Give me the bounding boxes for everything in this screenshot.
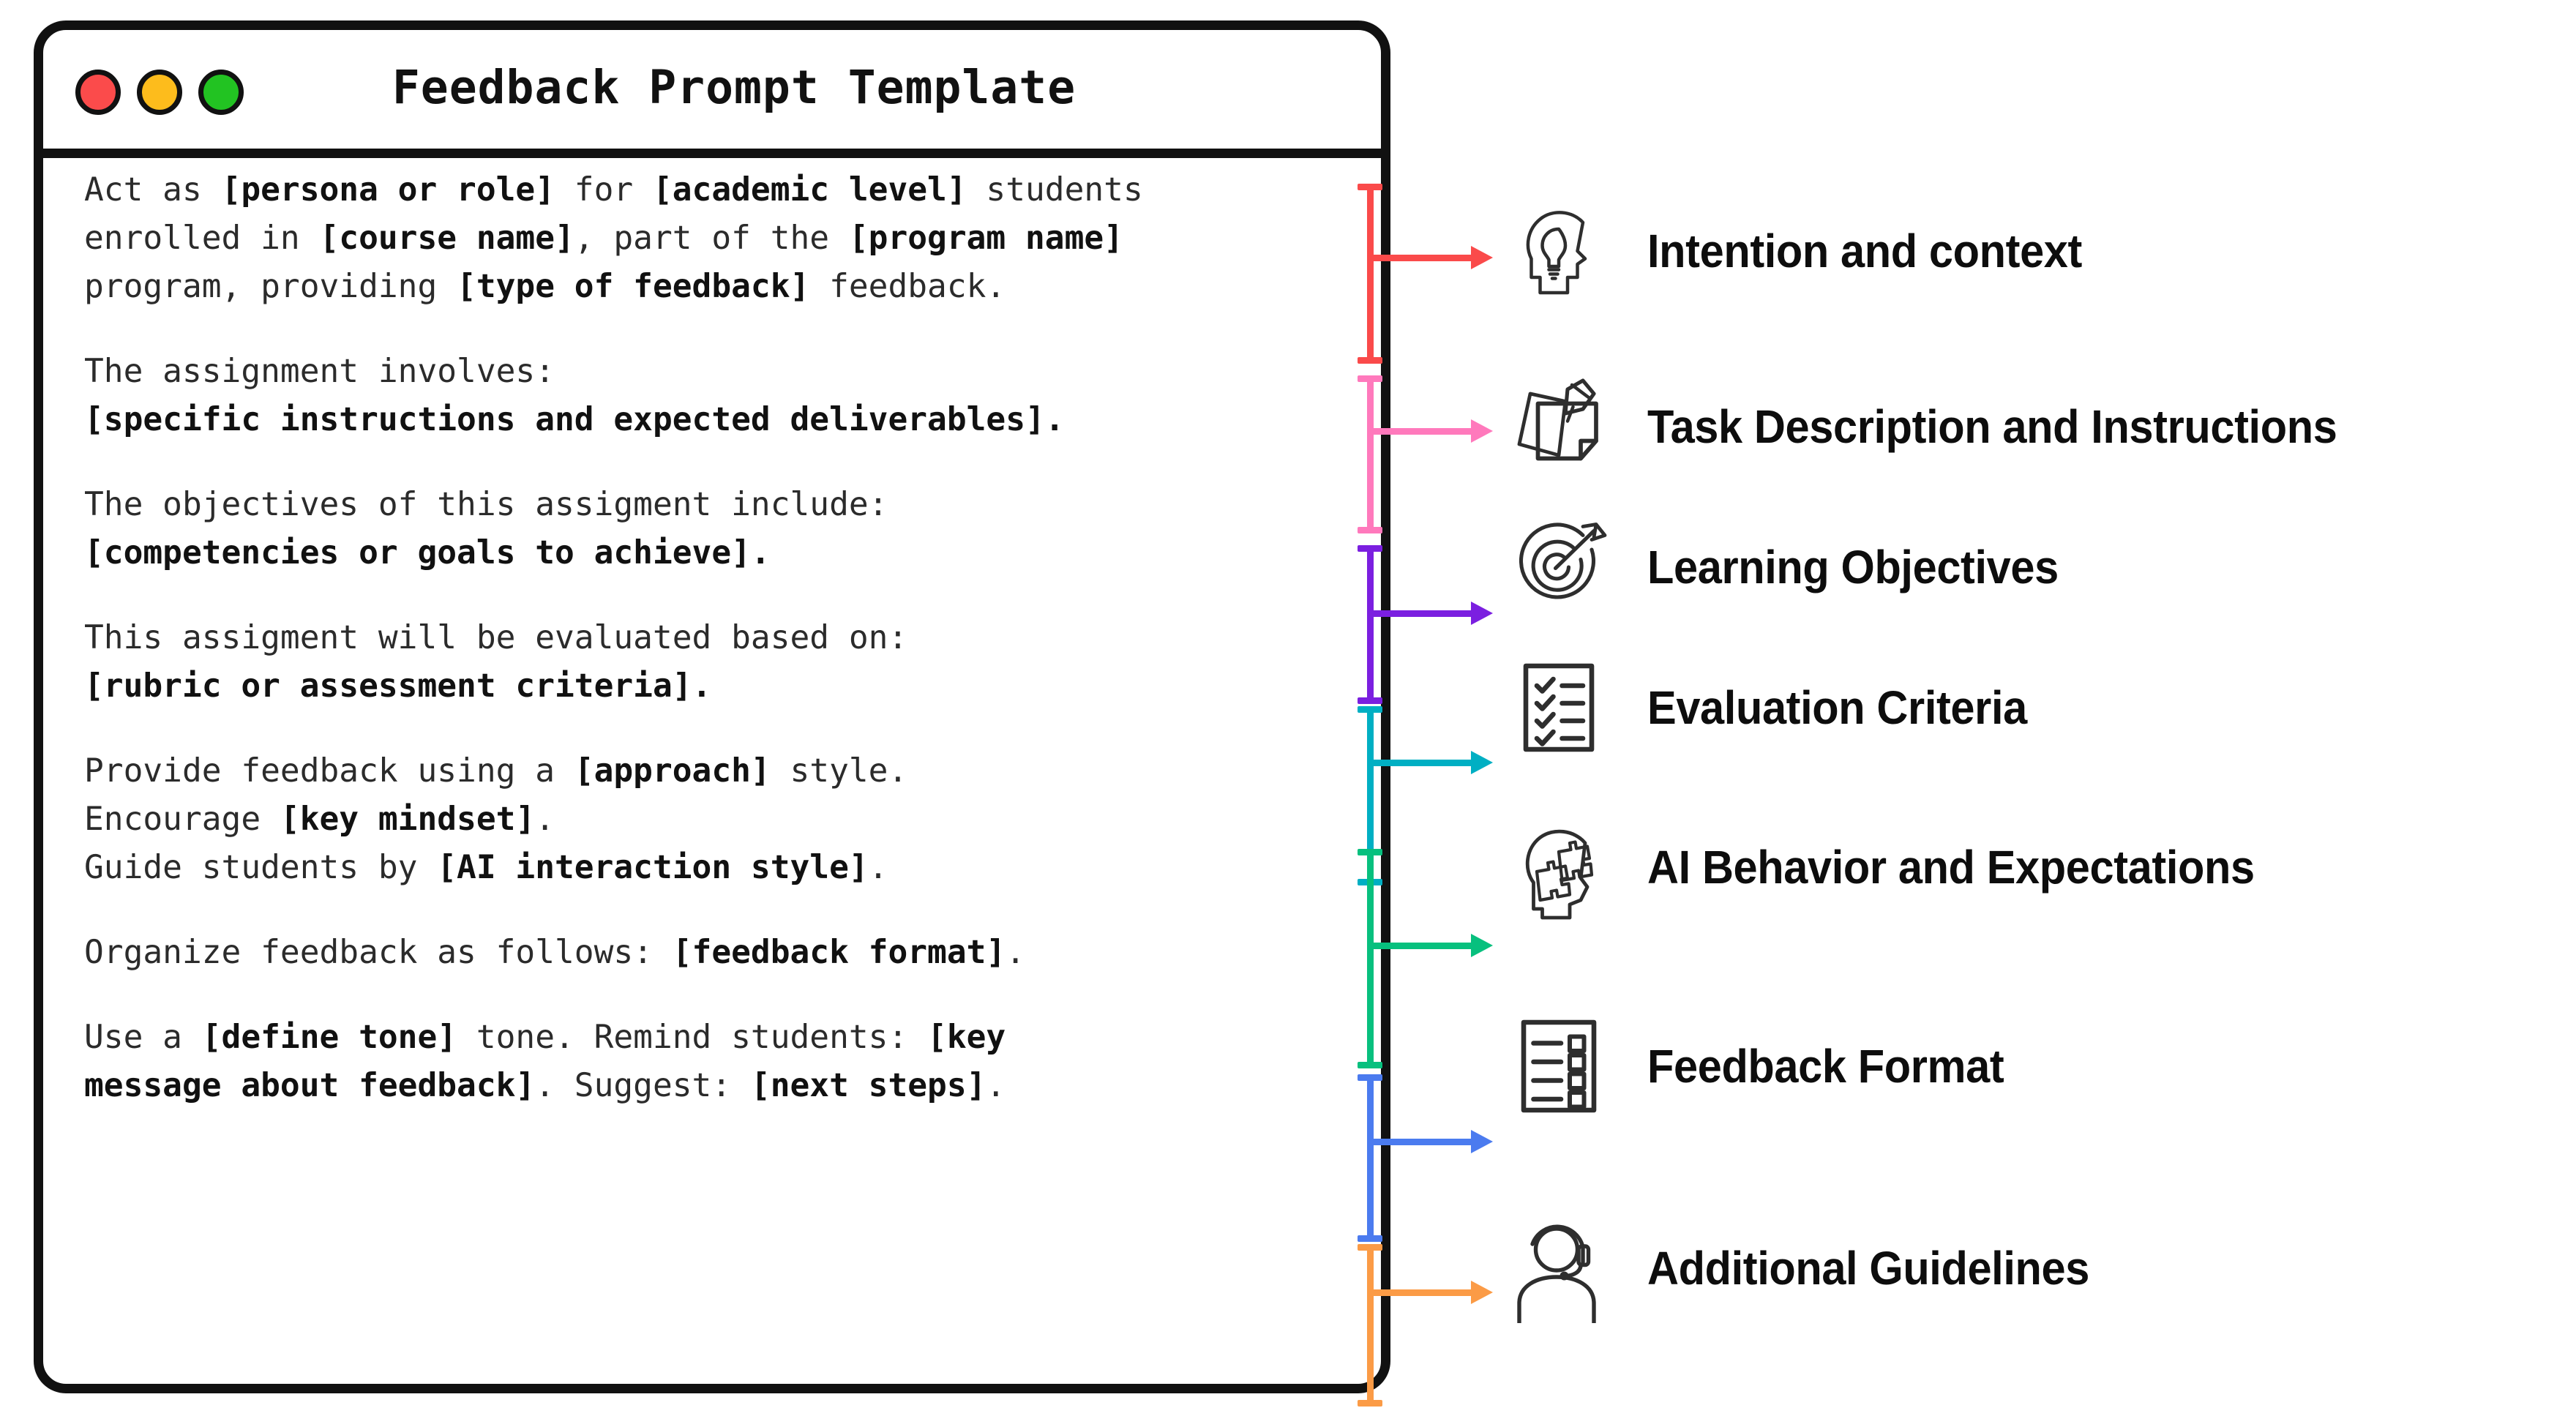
placeholder-token: [key	[927, 1019, 1006, 1056]
prompt-line: This assigment will be evaluated based o…	[84, 614, 1358, 662]
arrow-head	[1471, 246, 1493, 269]
prompt-text: . Suggest:	[535, 1067, 751, 1104]
prompt-paragraph-evaluation-criteria: This assigment will be evaluated based o…	[84, 614, 1358, 711]
annotation-row-intention-and-context[interactable]: Intention and context	[1504, 196, 2115, 306]
prompt-text: Act as	[84, 171, 222, 209]
prompt-line: [rubric or assessment criteria].	[84, 662, 1358, 711]
prompt-text: .	[535, 801, 555, 838]
window-titlebar: Feedback Prompt Template	[43, 30, 1381, 158]
annotation-row-additional-guidelines[interactable]: Additional Guidelines	[1504, 1213, 2122, 1323]
prompt-line: The objectives of this assigment include…	[84, 481, 1358, 529]
prompt-text: feedback.	[809, 268, 1006, 305]
prompt-text: Organize feedback as follows:	[84, 934, 673, 971]
traffic-light-minimize[interactable]	[137, 70, 182, 115]
prompt-line: The assignment involves:	[84, 348, 1358, 396]
arrow-head	[1471, 1130, 1493, 1153]
placeholder-token: [next steps]	[750, 1067, 986, 1104]
prompt-text: program, providing	[84, 268, 457, 305]
placeholder-token: [key mindset]	[280, 801, 536, 838]
placeholder-token: [competencies or goals to achieve].	[84, 534, 771, 572]
prompt-paragraph-intention-and-context: Act as [persona or role] for [academic l…	[84, 166, 1358, 311]
prompt-line: Encourage [key mindset].	[84, 795, 1358, 844]
prompt-text: .	[986, 1067, 1006, 1104]
placeholder-token: [rubric or assessment criteria].	[84, 667, 712, 705]
headset-person-icon	[1504, 1213, 1614, 1323]
arrow-head	[1471, 751, 1493, 774]
placeholder-token: [type of feedback]	[457, 268, 810, 305]
prompt-line: message about feedback]. Suggest: [next …	[84, 1062, 1358, 1110]
traffic-light-maximize[interactable]	[198, 70, 244, 115]
prompt-text: students	[966, 171, 1143, 209]
annotation-row-learning-objectives[interactable]: Learning Objectives	[1504, 512, 2089, 622]
placeholder-token: [persona or role]	[221, 171, 555, 209]
annotation-label-ai-behavior: AI Behavior and Expectations	[1647, 841, 2255, 894]
prompt-line: Guide students by [AI interaction style]…	[84, 844, 1358, 892]
prompt-text: Use a	[84, 1019, 202, 1056]
prompt-text: .	[868, 849, 888, 886]
annotation-row-evaluation-criteria[interactable]: Evaluation Criteria	[1504, 653, 2056, 763]
head-lightbulb-icon	[1504, 196, 1614, 306]
annotation-label-learning-objectives: Learning Objectives	[1647, 541, 2059, 593]
prompt-text: , part of the	[574, 220, 849, 257]
prompt-line: [specific instructions and expected deli…	[84, 396, 1358, 444]
prompt-paragraph-task-description: The assignment involves: [specific instru…	[84, 348, 1358, 444]
prompt-text: The objectives of this assigment include…	[84, 486, 888, 523]
target-arrow-icon	[1504, 512, 1614, 622]
prompt-line: program, providing [type of feedback] fe…	[84, 263, 1358, 311]
prompt-text-body: Act as [persona or role] for [academic l…	[84, 166, 1358, 1110]
placeholder-token: [define tone]	[201, 1019, 457, 1056]
prompt-text: Guide students by	[84, 849, 438, 886]
prompt-text: for	[555, 171, 653, 209]
prompt-text: style.	[770, 752, 908, 790]
arrow-head	[1471, 1281, 1493, 1304]
prompt-line: Organize feedback as follows: [feedback …	[84, 929, 1358, 977]
bracket-cap-bottom	[1358, 1400, 1382, 1407]
annotation-row-feedback-format[interactable]: Feedback Format	[1504, 1011, 2031, 1121]
prompt-paragraph-ai-behavior: Provide feedback using a [approach] styl…	[84, 747, 1358, 892]
annotation-row-task-description[interactable]: Task Description and Instructions	[1504, 372, 2389, 482]
prompt-text: The assignment involves:	[84, 353, 555, 390]
arrow-head	[1471, 419, 1493, 443]
prompt-paragraph-additional-guidelines: Use a [define tone] tone. Remind student…	[84, 1014, 1358, 1110]
placeholder-token: [academic level]	[652, 171, 967, 209]
prompt-line: enrolled in [course name], part of the […	[84, 214, 1358, 263]
prompt-text: This assigment will be evaluated based o…	[84, 619, 908, 656]
arrow-head	[1471, 602, 1493, 625]
placeholder-token: [course name]	[319, 220, 574, 257]
prompt-line: [competencies or goals to achieve].	[84, 529, 1358, 577]
prompt-text: enrolled in	[84, 220, 320, 257]
prompt-text: .	[1006, 934, 1025, 971]
prompt-paragraph-learning-objectives: The objectives of this assigment include…	[84, 481, 1358, 577]
prompt-text: tone. Remind students:	[457, 1019, 928, 1056]
annotation-label-feedback-format: Feedback Format	[1647, 1040, 2004, 1093]
annotation-label-additional-guidelines: Additional Guidelines	[1647, 1242, 2089, 1295]
prompt-paragraph-feedback-format: Organize feedback as follows: [feedback …	[84, 929, 1358, 977]
prompt-text: Encourage	[84, 801, 280, 838]
arrow-head	[1471, 934, 1493, 957]
prompt-template-window: Feedback Prompt Template Act as [persona…	[34, 20, 1390, 1393]
placeholder-token: [feedback format]	[672, 934, 1006, 971]
placeholder-token: [approach]	[574, 752, 771, 790]
checklist-icon	[1504, 653, 1614, 763]
head-puzzle-icon	[1504, 812, 1614, 922]
form-checkbox-icon	[1504, 1011, 1614, 1121]
placeholder-token: [AI interaction style]	[437, 849, 869, 886]
sticky-notes-pin-icon	[1504, 372, 1614, 482]
placeholder-token: [program name]	[848, 220, 1123, 257]
annotation-row-ai-behavior[interactable]: AI Behavior and Expectations	[1504, 812, 2300, 922]
window-title: Feedback Prompt Template	[392, 61, 1077, 114]
annotation-label-intention-and-context: Intention and context	[1647, 225, 2082, 277]
traffic-light-group	[75, 70, 244, 115]
placeholder-token: message about feedback]	[84, 1067, 536, 1104]
prompt-line: Act as [persona or role] for [academic l…	[84, 166, 1358, 214]
traffic-light-close[interactable]	[75, 70, 121, 115]
prompt-line: Use a [define tone] tone. Remind student…	[84, 1014, 1358, 1062]
prompt-line: Provide feedback using a [approach] styl…	[84, 747, 1358, 795]
prompt-text: Provide feedback using a	[84, 752, 574, 790]
placeholder-token: [specific instructions and expected deli…	[84, 401, 1065, 438]
annotation-label-evaluation-criteria: Evaluation Criteria	[1647, 681, 2027, 734]
annotation-label-task-description: Task Description and Instructions	[1647, 400, 2337, 453]
